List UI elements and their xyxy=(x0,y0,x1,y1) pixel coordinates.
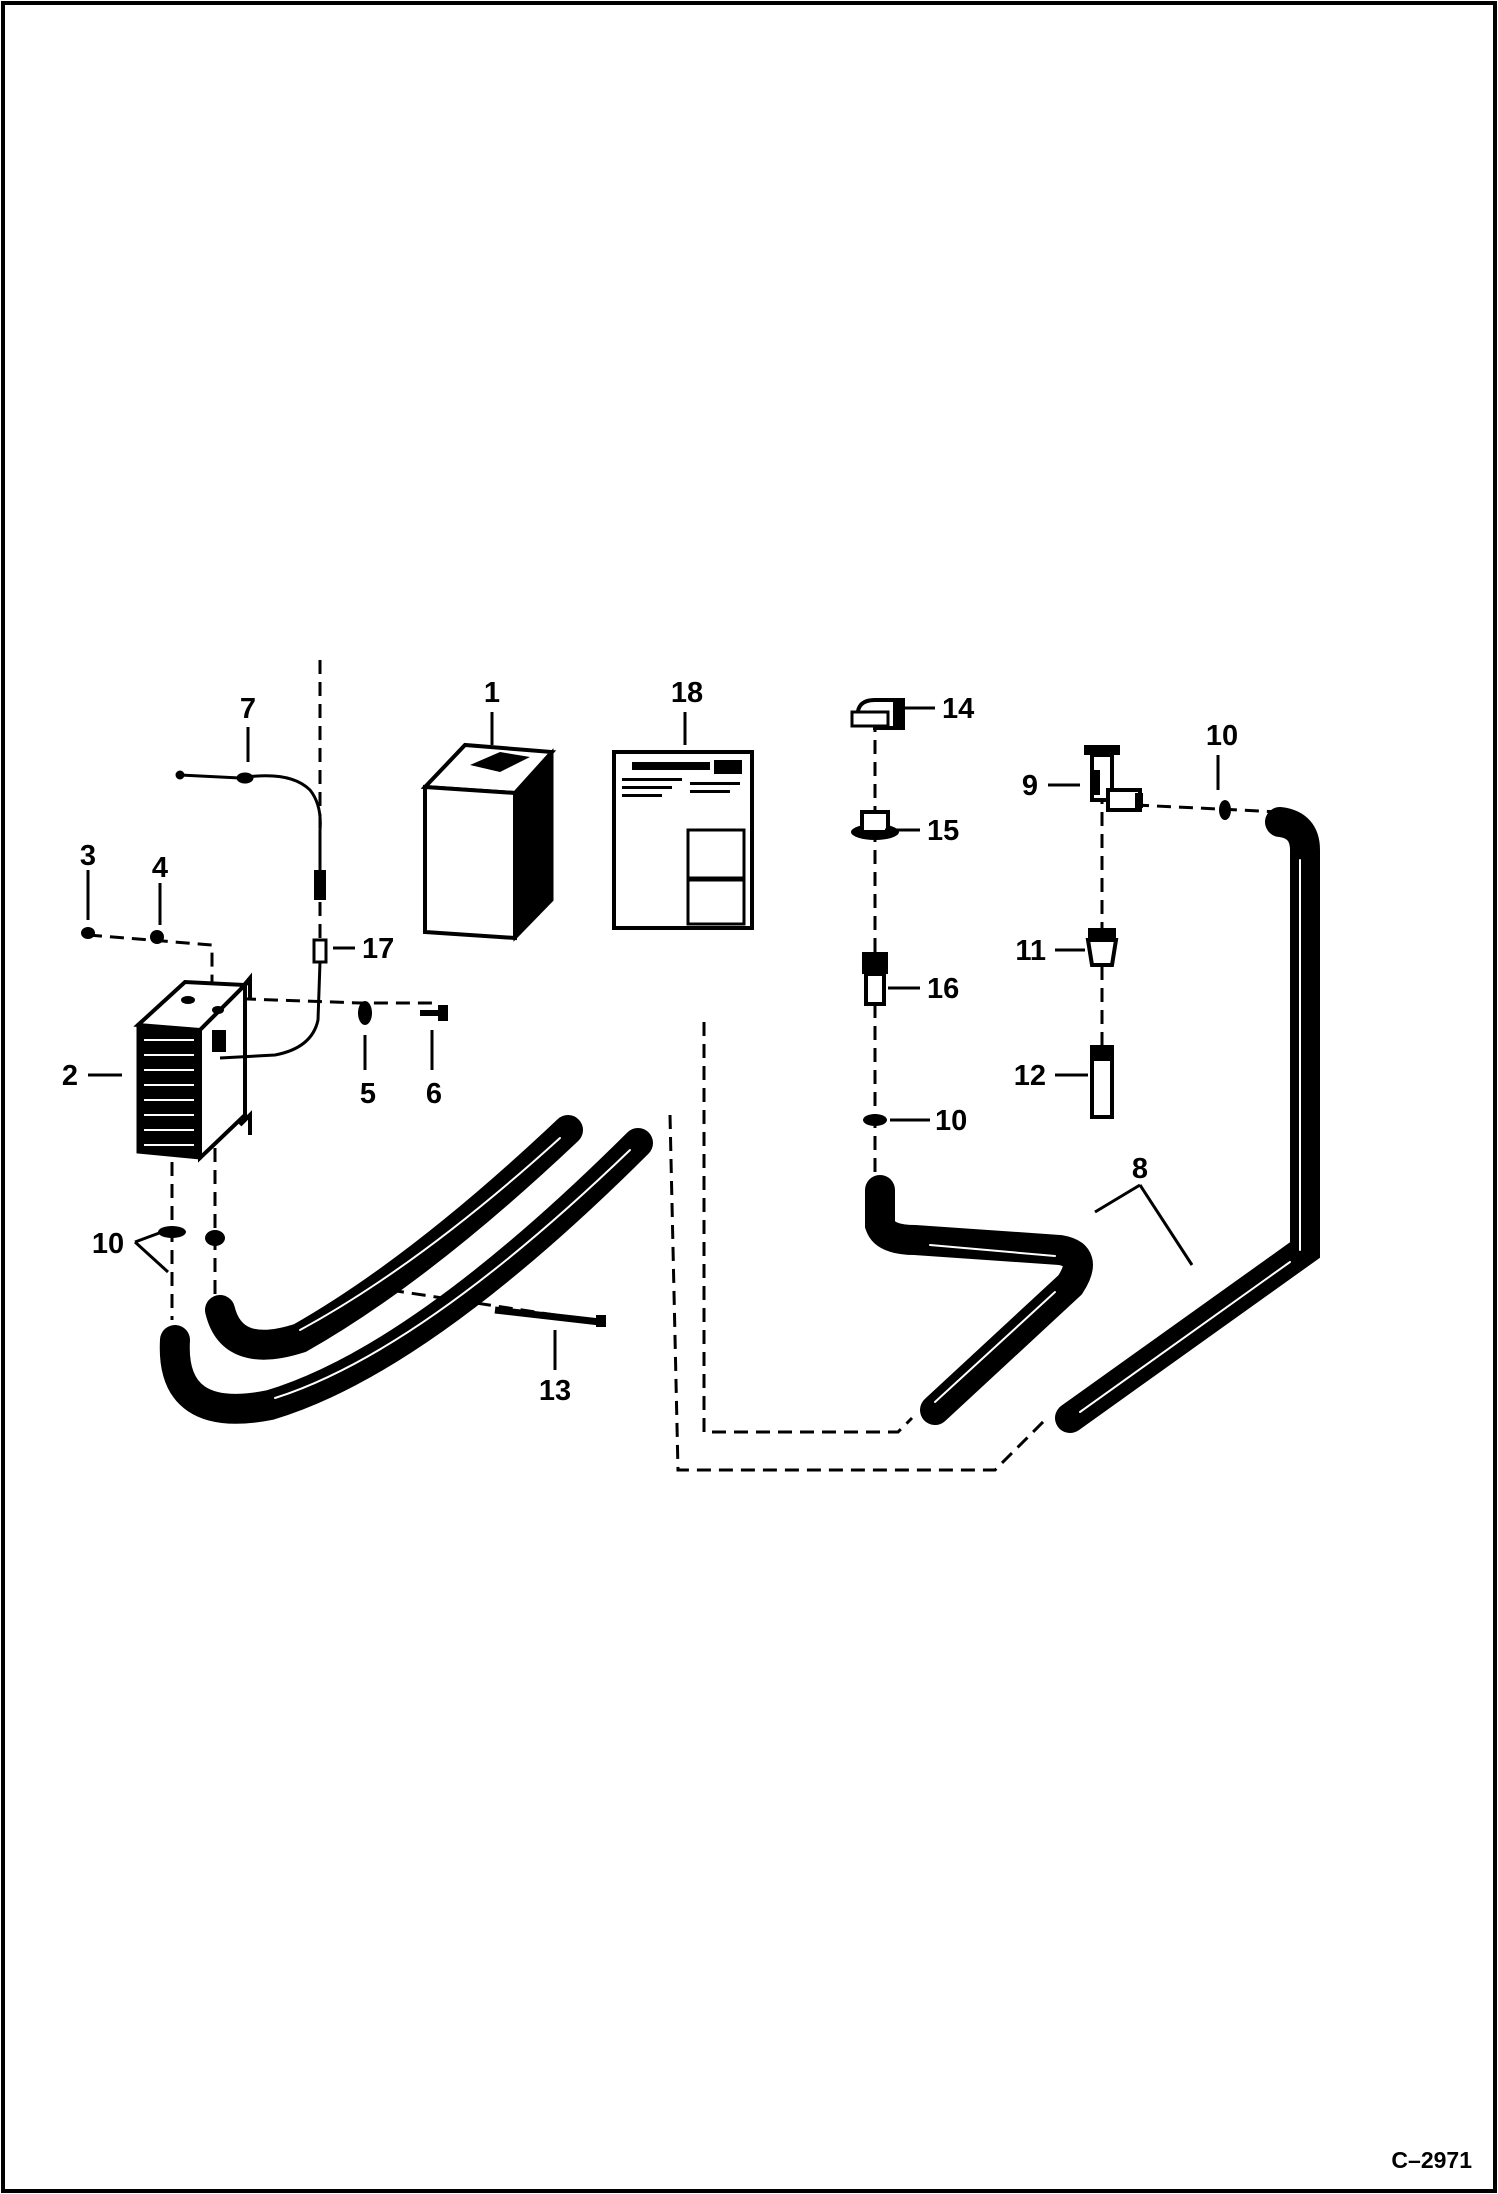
figure-reference: C–2971 xyxy=(1391,2147,1472,2173)
callout-18: 18 xyxy=(671,677,703,709)
callouts: 1 2 3 4 5 6 7 8 9 10 10 10 11 12 13 14 1… xyxy=(62,677,1238,1407)
part-15-bushing xyxy=(851,810,899,840)
part-7-wire-harness xyxy=(175,770,328,1060)
callout-11: 11 xyxy=(1015,935,1046,967)
callout-5: 5 xyxy=(360,1078,376,1110)
callout-10-right: 10 xyxy=(1206,720,1238,752)
callout-8: 8 xyxy=(1132,1153,1148,1185)
callout-7: 7 xyxy=(240,693,256,725)
leader-lines xyxy=(86,706,1220,1370)
part-14-elbow xyxy=(850,698,905,730)
callout-14: 14 xyxy=(942,693,974,725)
hardware-3-4-5-6 xyxy=(81,927,448,1025)
part-2-heater xyxy=(133,972,252,1163)
callout-4: 4 xyxy=(152,852,168,884)
part-10-clamps xyxy=(158,800,1231,1246)
callout-16: 16 xyxy=(927,973,959,1005)
callout-6: 6 xyxy=(426,1078,442,1110)
part-13-tie-strap xyxy=(494,1306,606,1327)
callout-15: 15 xyxy=(927,815,959,847)
callout-2: 2 xyxy=(62,1060,78,1092)
part-18-manual xyxy=(612,750,754,930)
callout-13: 13 xyxy=(539,1375,571,1407)
callout-3: 3 xyxy=(80,840,96,872)
part-11-coupler xyxy=(1085,928,1119,967)
part-9-valve xyxy=(1084,745,1143,812)
callout-1: 1 xyxy=(484,677,500,709)
hoses xyxy=(159,807,1320,1433)
callout-10-middle: 10 xyxy=(935,1105,967,1137)
part-12-pipe-nipple xyxy=(1090,1045,1114,1119)
callout-12: 12 xyxy=(1014,1060,1046,1092)
assembly-lines xyxy=(87,660,1281,1472)
callout-17: 17 xyxy=(362,933,394,965)
callout-9: 9 xyxy=(1022,770,1038,802)
callout-10-left: 10 xyxy=(92,1228,124,1260)
part-1-box xyxy=(420,742,557,942)
part-16-fitting xyxy=(862,952,888,1006)
